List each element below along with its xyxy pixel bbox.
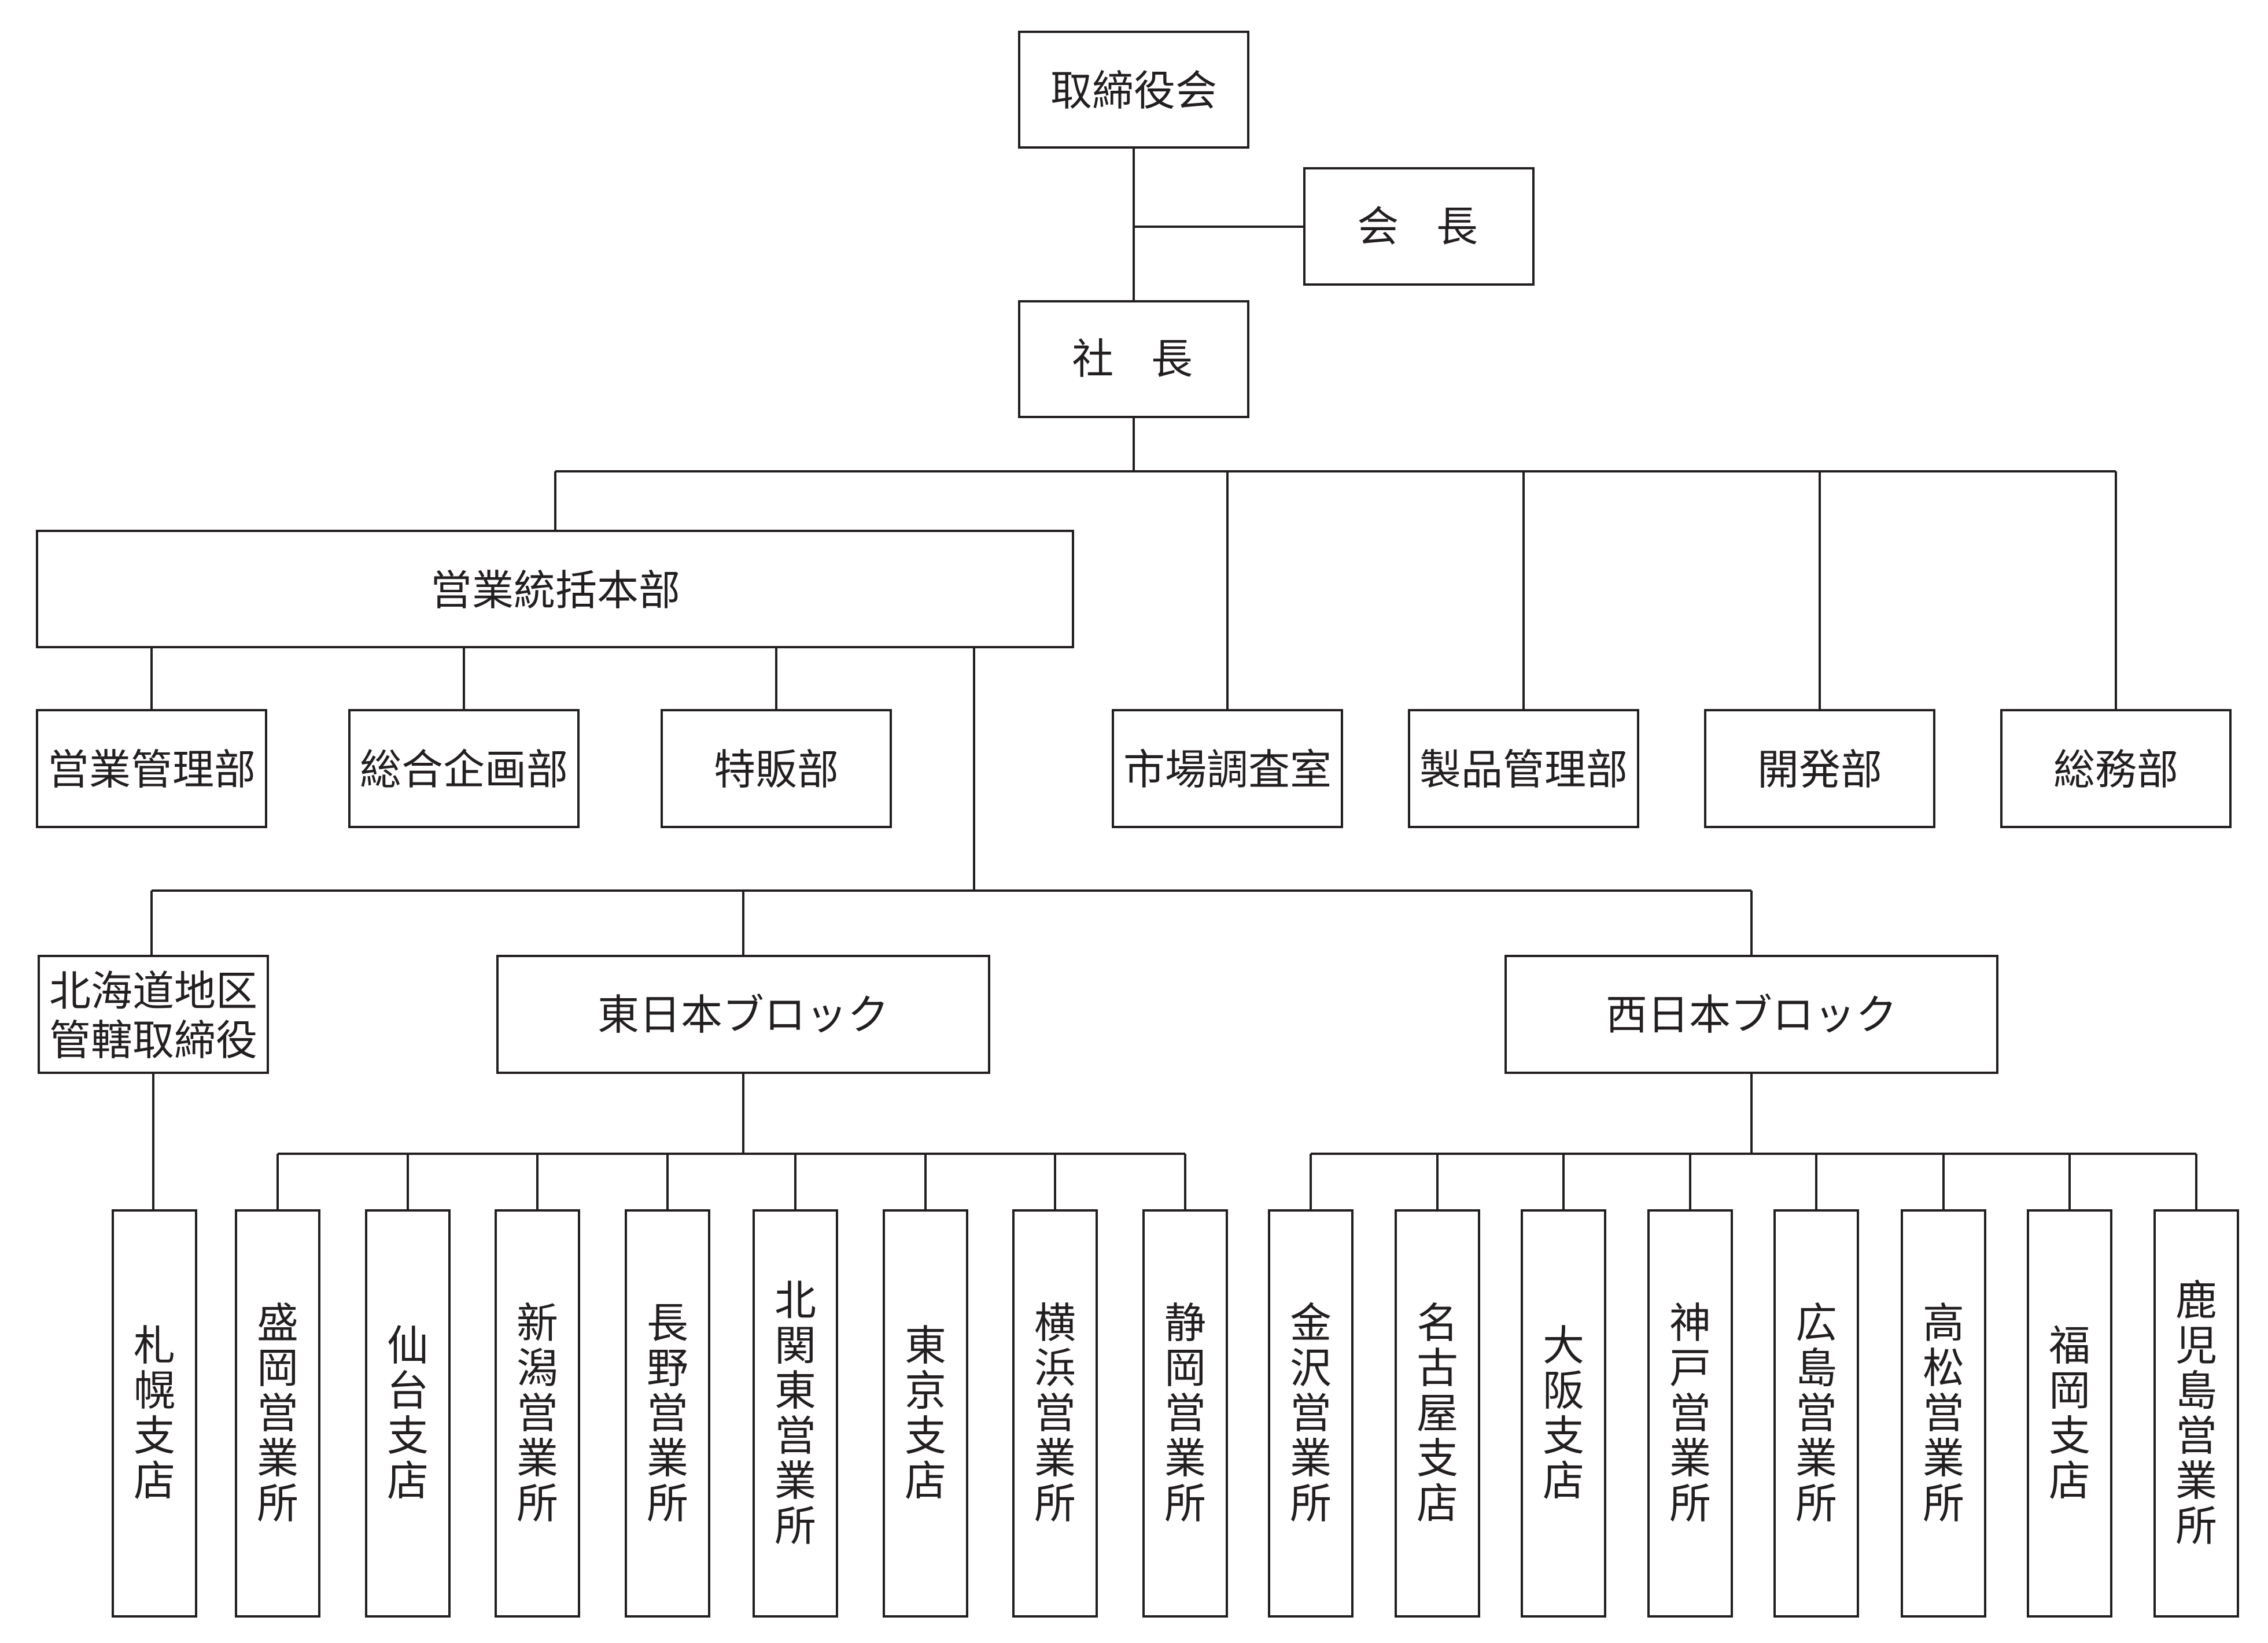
president-node: 社長 [1018, 300, 1249, 418]
branch-office-1: 札幌支店 [112, 1209, 197, 1618]
sales-hq-dept-3-label: 特販部 [714, 745, 839, 794]
branch-office-13-label: 神戸営業所 [1669, 1299, 1711, 1528]
sales-hq-dept-2: 総合企画部 [348, 709, 580, 828]
branch-office-7: 東京支店 [883, 1209, 968, 1618]
sales-hq-departments: 営業管理部 総合企画部 特販部 [36, 709, 892, 828]
branch-office-6-label: 北関東営業所 [775, 1276, 816, 1550]
east-block-label: 東日本ブロック [598, 991, 889, 1039]
west-block-label: 西日本ブロック [1606, 991, 1897, 1039]
hokkaido-label-line-1: 北海道地区 [49, 967, 257, 1016]
branch-office-2-label: 盛岡営業所 [257, 1299, 298, 1528]
branch-office-5-label: 長野営業所 [647, 1299, 688, 1528]
branch-office-11: 名古屋支店 [1395, 1209, 1480, 1618]
staff-departments: 市場調査室 製品管理部 開発部 総務部 [1112, 709, 2232, 828]
branch-office-1-label: 札幌支店 [134, 1321, 175, 1505]
staff-dept-3-label: 開発部 [1757, 745, 1882, 794]
branch-office-16-label: 福岡支店 [2049, 1321, 2090, 1505]
branch-office-13: 神戸営業所 [1647, 1209, 1733, 1618]
sales-hq-dept-2-label: 総合企画部 [360, 745, 568, 794]
staff-dept-2: 製品管理部 [1408, 709, 1639, 828]
staff-dept-3: 開発部 [1704, 709, 1935, 828]
branch-office-5: 長野営業所 [625, 1209, 710, 1618]
sales-hq-dept-1: 営業管理部 [36, 709, 267, 828]
branch-office-4-label: 新潟営業所 [517, 1299, 558, 1528]
branch-office-12: 大阪支店 [1521, 1209, 1606, 1618]
branch-office-8: 横浜営業所 [1012, 1209, 1098, 1618]
branch-office-15: 高松営業所 [1901, 1209, 1986, 1618]
branch-office-3-label: 仙台支店 [387, 1321, 429, 1505]
branch-office-12-label: 大阪支店 [1543, 1321, 1584, 1505]
hokkaido-label-line-2: 管轄取締役 [49, 1016, 257, 1065]
branch-office-16: 福岡支店 [2027, 1209, 2112, 1618]
branch-office-2: 盛岡営業所 [235, 1209, 320, 1618]
branch-office-8-label: 横浜営業所 [1034, 1299, 1076, 1528]
west-block-node: 西日本ブロック [1504, 955, 1998, 1074]
branch-office-17: 鹿児島営業所 [2153, 1209, 2239, 1618]
branch-office-14: 広島営業所 [1773, 1209, 1859, 1618]
staff-dept-1: 市場調査室 [1112, 709, 1343, 828]
branch-offices: 札幌支店 盛岡営業所 仙台支店 新潟営業所 長野営業所 北関東営業所 東京支店 横浜営業所 静岡… [112, 1209, 2239, 1618]
chairman-label: 会長 [1357, 202, 1515, 251]
staff-dept-2-label: 製品管理部 [1419, 745, 1628, 794]
east-block-node: 東日本ブロック [496, 955, 990, 1074]
chairman-node: 会長 [1303, 167, 1535, 286]
branch-office-7-label: 東京支店 [905, 1321, 946, 1505]
branch-office-4: 新潟営業所 [495, 1209, 580, 1618]
branch-office-17-label: 鹿児島営業所 [2175, 1276, 2217, 1550]
staff-dept-1-label: 市場調査室 [1123, 745, 1332, 794]
staff-dept-4-label: 総務部 [2053, 745, 2178, 794]
branch-office-15-label: 高松営業所 [1923, 1299, 1964, 1528]
branch-office-9-label: 静岡営業所 [1164, 1299, 1206, 1528]
sales-hq-dept-1-label: 営業管理部 [47, 745, 256, 794]
branch-office-3: 仙台支店 [365, 1209, 451, 1618]
branch-office-10: 金沢営業所 [1268, 1209, 1354, 1618]
sales-hq-dept-3: 特販部 [661, 709, 892, 828]
board-label: 取締役会 [1050, 67, 1217, 115]
connector-lines [150, 147, 2197, 1210]
branch-office-11-label: 名古屋支店 [1417, 1299, 1458, 1528]
sales-hq-label: 営業統括本部 [430, 566, 680, 615]
staff-dept-4: 総務部 [2000, 709, 2232, 828]
branch-office-9: 静岡営業所 [1142, 1209, 1228, 1618]
branch-office-10-label: 金沢営業所 [1290, 1299, 1332, 1528]
hokkaido-node: 北海道地区 管轄取締役 [38, 955, 269, 1074]
board-node: 取締役会 [1018, 31, 1249, 149]
branch-office-14-label: 広島営業所 [1795, 1299, 1837, 1528]
branch-office-6: 北関東営業所 [753, 1209, 838, 1618]
sales-hq-node: 営業統括本部 [36, 530, 1074, 648]
president-label: 社長 [1072, 335, 1230, 383]
